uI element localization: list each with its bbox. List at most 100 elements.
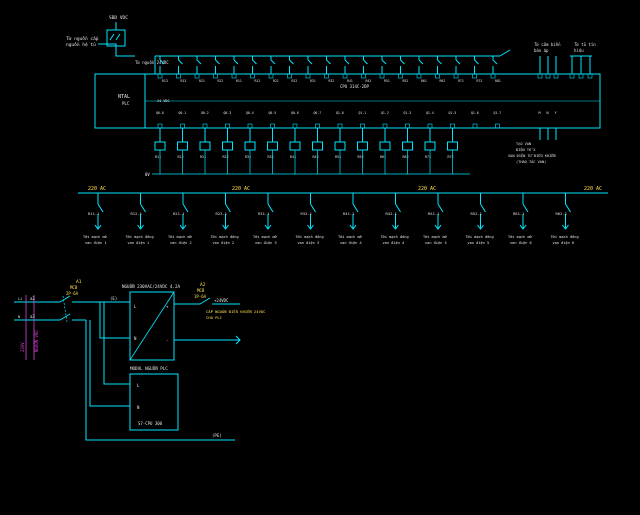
ac-contact-icon (522, 203, 529, 213)
input-bus-label: Từ nguồn 24VDC (135, 60, 169, 65)
output-terminal (495, 123, 500, 129)
right-input-terminal (537, 73, 543, 79)
breaker-a1-rating: 2P-6A (66, 291, 79, 296)
input-pin-label: R32 (329, 79, 335, 83)
node-mark-a3: a3 (30, 314, 35, 319)
breaker-a2-type: MCB (197, 288, 205, 293)
input-terminal (379, 73, 385, 79)
input-pin-label: R72 (477, 79, 483, 83)
breaker-a1-contacts-icon (59, 295, 71, 321)
input-terminal (194, 73, 200, 79)
signal-input-terminal (578, 73, 584, 79)
input-pin-label: R61 (421, 79, 427, 83)
ac-branch-arrow-icon (94, 224, 102, 230)
ac-load-label-1: Tới mạch đóng (381, 235, 409, 239)
phase-l-label: L1 (18, 297, 22, 301)
breaker-a1-link (62, 295, 68, 323)
output-pin-label: Q0.1 (179, 111, 187, 115)
ac-contact-label: R52.1 (471, 211, 483, 216)
ac-load-label-1: Tới mạch đóng (466, 235, 494, 239)
input-switch-icon (418, 59, 424, 65)
output-pin-label: Q1.7 (494, 111, 502, 115)
input-pin-label: R13 (181, 79, 187, 83)
right-input-terminal (553, 73, 559, 79)
output-pin-label: Q1.3 (404, 111, 412, 115)
output-terminal (472, 123, 478, 129)
right-header-1: Từ cảm biến (534, 42, 561, 47)
bottom-note-1: TẠO VAN (516, 142, 531, 146)
ac-contact-label: R11.1 (88, 211, 100, 216)
ac-load-label-2: van điện 5 (425, 241, 447, 245)
ac-branch-arrow-icon (519, 224, 527, 230)
psu-out-label: +24VDC (214, 298, 229, 303)
ac-contact-icon (267, 203, 274, 213)
signal-input-terminal (569, 73, 575, 79)
ac-load-label-1: Tới mạch mở (508, 235, 533, 239)
input-terminal (398, 73, 403, 79)
input-switch-icon (307, 59, 313, 65)
ac-load-label-2: van điện 6 (510, 241, 532, 245)
relay-coil-label: R51 (335, 155, 341, 159)
ac-branch-arrow-icon (349, 224, 357, 230)
ac-branch-arrow-icon (137, 224, 144, 230)
output-pin-label: Q0.3 (224, 111, 232, 115)
ac-contact-label: R62.1 (556, 211, 568, 216)
ac-label-3: 220 AC (418, 186, 436, 192)
ac-label-1: 220 AC (88, 186, 106, 192)
ground-label: (PE) (212, 433, 222, 438)
input-terminal (213, 73, 218, 79)
breaker-a1: A1 MCB 2P-6A (E) (59, 279, 130, 323)
plc-module-title: MODUL NGUỒN PLC (130, 366, 168, 371)
ac-load-label-1: Tới mạch mở (253, 235, 278, 239)
input-switch-icon (474, 59, 479, 65)
breaker-a1-type: MCB (70, 285, 78, 290)
ac-load-label-2: van điện 1 (85, 241, 107, 245)
ac-load-label-2: van điện 6 (553, 241, 575, 245)
side-label-2: NGUỒN VÀO (34, 330, 39, 352)
relay-coil-label: R21 (200, 155, 206, 159)
output-pin-label: Q1.6 (471, 111, 479, 115)
input-terminal (472, 73, 477, 79)
right-input-label: Y (555, 111, 557, 115)
input-switch-icon (381, 59, 387, 65)
ac-load-label-2: van điện 2 (213, 241, 235, 245)
input-pin-label: R81 (495, 79, 501, 83)
psu-note-2: CHO PLC (206, 315, 222, 320)
ac-contact-icon (437, 203, 444, 213)
input-pin-label: R52 (403, 79, 409, 83)
relay-coil-label: R32 (268, 155, 274, 159)
ac-branch-arrow-icon (222, 224, 229, 230)
output-pin-label: Q0.0 (156, 111, 164, 115)
top-left-power-block: SBD VDC Từ nguồn cấp nguồn hệ tủ (66, 15, 135, 57)
breaker-a1-id: A1 (76, 279, 82, 285)
ac-branch-arrow-icon (392, 224, 399, 230)
input-pin-label: R21 (199, 79, 205, 83)
output-pin-label: Q0.4 (246, 111, 254, 115)
ac-load-label-2: van điện 5 (468, 241, 490, 245)
input-pin-label: R12 (255, 79, 261, 83)
plc-module-term-n: N (137, 405, 140, 410)
plc-l-feed (103, 302, 130, 385)
input-switch-icon (215, 59, 220, 65)
plc-n-feed (89, 320, 130, 407)
input-terminal (305, 73, 311, 79)
input-terminal (231, 73, 237, 79)
right-header2-1: Từ tủ tín (574, 42, 596, 47)
output-pin-label: Q0.6 (291, 111, 299, 115)
input-switch-icon (492, 59, 498, 65)
breaker-a2-contact-icon (199, 297, 211, 305)
ac-contact-label: R12.1 (131, 211, 143, 216)
psu-box (129, 291, 175, 361)
input-terminal (250, 73, 255, 79)
ac-load-label-2: van điện 1 (128, 241, 150, 245)
ac-contact-label: R61.1 (513, 211, 525, 216)
ac-contact-icon (352, 203, 359, 213)
input-switch-icon (252, 59, 257, 65)
power-indicator-arrows-icon (109, 33, 121, 41)
breaker-a2-rating: 1P-6A (194, 294, 207, 299)
right-input-label: M (539, 111, 541, 115)
